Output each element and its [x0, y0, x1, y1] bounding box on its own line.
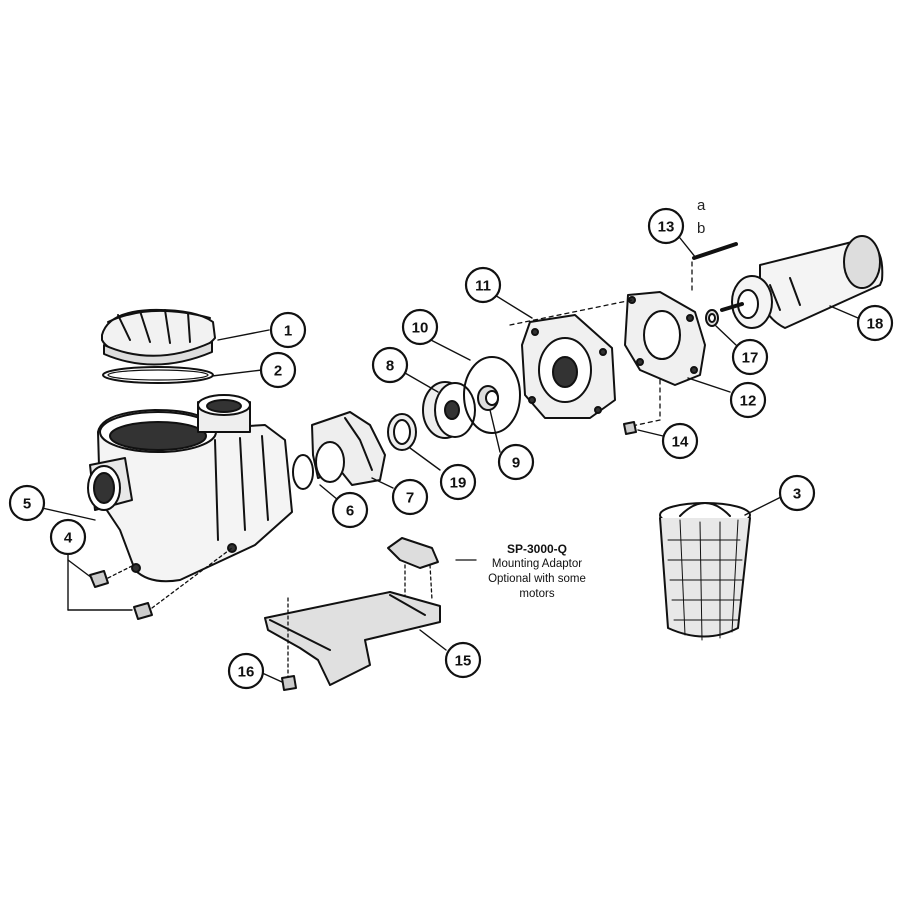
callout-13: 13 — [647, 207, 685, 245]
callout-5: 5 — [8, 484, 46, 522]
callout-circle — [661, 422, 699, 460]
adaptor-model: SP-3000-Q — [506, 542, 568, 556]
callout-circle — [259, 351, 297, 389]
callout-circle — [778, 474, 816, 512]
callout-2: 2 — [259, 351, 297, 389]
callout-19: 19 — [439, 463, 477, 501]
callout-circle — [856, 304, 894, 342]
callout-number: 12 — [740, 393, 757, 410]
callout-3: 3 — [778, 474, 816, 512]
callout-circle — [439, 463, 477, 501]
callout-number: 11 — [475, 278, 491, 295]
callout-number: 10 — [412, 320, 429, 337]
callout-8: 8 — [371, 346, 409, 384]
callout-circle — [647, 207, 685, 245]
callout-number: 18 — [867, 316, 884, 333]
water-slinger — [705, 309, 719, 327]
callout-circle — [729, 381, 767, 419]
callout-number: 17 — [742, 350, 759, 367]
adaptor-note-line2: Optional with some — [488, 573, 586, 585]
callout-number: 2 — [274, 363, 282, 380]
callout-number: 7 — [406, 490, 414, 507]
callout-circle — [464, 266, 502, 304]
adaptor-note: SP-3000-Q Mounting Adaptor Optional with… — [462, 542, 612, 602]
callout-number: 15 — [455, 653, 472, 670]
adaptor-note-line1: Mounting Adaptor — [491, 558, 583, 570]
callout-number: 14 — [672, 434, 689, 451]
callout-11: 11 — [464, 266, 502, 304]
adaptor-note-line3: motors — [519, 588, 555, 600]
callout-circle — [8, 484, 46, 522]
callout-circle — [269, 311, 307, 349]
variant-label-b: b — [697, 220, 706, 237]
callout-14: 14 — [661, 422, 699, 460]
housing-gasket — [463, 356, 521, 434]
motor-mounting-plate — [624, 291, 706, 386]
callout-circle — [497, 443, 535, 481]
callout-10: 10 — [401, 308, 439, 346]
motor-support-base — [264, 591, 441, 686]
pump-motor — [720, 235, 884, 329]
callout-16: 16 — [227, 652, 265, 690]
callout-circle — [401, 308, 439, 346]
base-screw — [281, 675, 297, 691]
callout-17: 17 — [731, 338, 769, 376]
through-bolt — [692, 242, 738, 260]
callout-4: 4 — [49, 518, 87, 556]
strainer-lid — [101, 308, 216, 366]
callout-number: 5 — [23, 496, 31, 513]
strainer-basket — [659, 502, 751, 641]
callout-circle — [49, 518, 87, 556]
callout-circle — [331, 491, 369, 529]
seal-plate — [521, 314, 616, 419]
callout-number: 16 — [238, 664, 255, 681]
callout-number: 13 — [658, 219, 675, 236]
callout-6: 6 — [331, 491, 369, 529]
mounting-adaptor — [387, 537, 439, 569]
diffuser-o-ring — [292, 454, 314, 490]
callout-circle — [731, 338, 769, 376]
callout-circle — [444, 641, 482, 679]
callout-1: 1 — [269, 311, 307, 349]
callout-number: 3 — [793, 486, 801, 503]
callout-circle — [371, 346, 409, 384]
callout-number: 4 — [64, 530, 73, 547]
callout-circle — [227, 652, 265, 690]
callout-7: 7 — [391, 478, 429, 516]
impeller-ring — [387, 413, 417, 451]
lid-o-ring — [102, 366, 214, 384]
variant-label-a: a — [697, 197, 706, 214]
plate-screw — [623, 421, 637, 435]
diffuser — [311, 411, 386, 486]
callout-circle — [391, 478, 429, 516]
callout-number: 1 — [284, 323, 292, 340]
callout-12: 12 — [729, 381, 767, 419]
callout-number: 8 — [386, 358, 394, 375]
callout-9: 9 — [497, 443, 535, 481]
callout-number: 19 — [450, 475, 467, 492]
callout-number: 6 — [346, 503, 354, 520]
shaft-seal — [477, 385, 499, 411]
drain-plugs — [89, 570, 153, 620]
pump-housing — [87, 394, 293, 583]
callout-number: 9 — [512, 455, 520, 472]
callout-15: 15 — [444, 641, 482, 679]
callout-18: 18 — [856, 304, 894, 342]
